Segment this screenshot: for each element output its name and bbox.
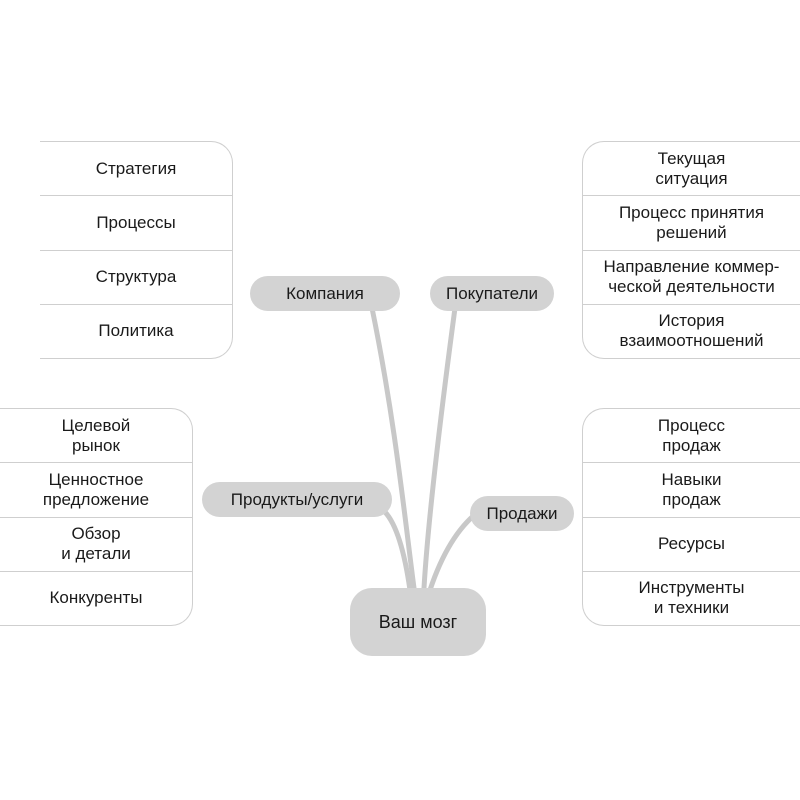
products-item: Ценностное предложение: [0, 462, 192, 516]
products-item: Целевой рынок: [61, 415, 131, 455]
customers-item: История взаимоотношений: [583, 303, 800, 358]
customers-panel: Текущая ситуация Процесс принятия решени…: [582, 141, 800, 359]
sales-panel: Процесс продаж Навыки продаж Ресурсы Инс…: [582, 408, 800, 626]
products-node: Продукты/услуги: [202, 482, 392, 517]
products-node-label: Продукты/услуги: [230, 489, 364, 509]
customers-node: Покупатели: [430, 276, 554, 311]
customers-item: Процесс принятия решений: [583, 195, 800, 249]
company-node: Компания: [250, 276, 400, 311]
company-item: Политика: [40, 303, 232, 358]
customers-node-label: Покупатели: [446, 283, 538, 303]
sales-item: Процесс продаж: [657, 415, 726, 455]
company-item: Процессы: [40, 195, 232, 249]
link-products: [382, 509, 413, 593]
sales-node-label: Продажи: [486, 503, 558, 523]
company-item: Структура: [40, 249, 232, 304]
products-panel: Целевой рынок Ценностное предложение Обз…: [0, 408, 193, 626]
customers-item: Текущая ситуация: [655, 148, 728, 188]
link-sales: [427, 509, 481, 593]
sales-item: Навыки продаж: [583, 462, 800, 516]
products-item: Конкуренты: [0, 570, 192, 625]
company-panel: Стратегия Процессы Структура Политика: [40, 141, 233, 359]
company-node-label: Компания: [286, 283, 364, 303]
root-node-label: Ваш мозг: [378, 611, 458, 632]
sales-node: Продажи: [470, 496, 574, 531]
customers-item: Направление коммер- ческой деятельности: [583, 249, 800, 304]
products-item: Обзор и детали: [0, 516, 192, 571]
sales-item: Инструменты и техники: [583, 570, 800, 625]
link-customers: [421, 305, 458, 591]
link-company: [369, 305, 417, 591]
root-node: Ваш мозг: [350, 588, 486, 656]
sales-item: Ресурсы: [583, 516, 800, 571]
company-item: Стратегия: [95, 158, 177, 178]
